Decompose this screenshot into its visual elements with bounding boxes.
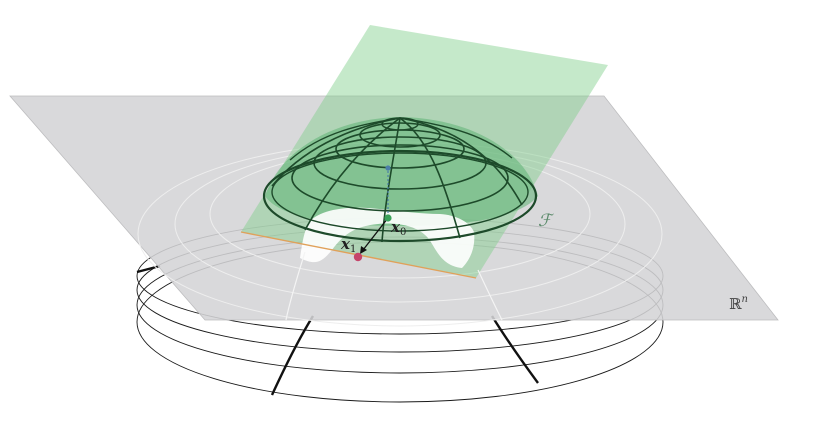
label-x0-main: x — [390, 218, 401, 236]
point-x1 — [353, 252, 363, 262]
label-space-sup: n — [741, 294, 747, 305]
dome-rim-outer — [262, 149, 538, 243]
dome-meridian-5 — [271, 117, 401, 187]
apex-point — [385, 165, 391, 171]
label-x0: x0 — [390, 218, 406, 238]
plane-radials — [285, 251, 503, 321]
lower-radial-right — [490, 315, 539, 384]
plane-radial-right — [477, 269, 503, 321]
label-space: ℝn — [729, 294, 748, 313]
label-space-main: ℝ — [729, 295, 742, 313]
dome-ring-2 — [313, 136, 487, 190]
lower-radial-left — [270, 315, 315, 396]
label-x1-sub: 1 — [350, 244, 356, 255]
step-arrow-shaft — [362, 217, 389, 251]
step-arrow-head — [360, 246, 367, 254]
dome-meridian-3 — [304, 117, 401, 231]
dome-meridian-4 — [399, 117, 523, 206]
point-x0 — [384, 214, 392, 222]
dome-meridian-2 — [399, 117, 461, 239]
plane-radial-left — [285, 251, 306, 321]
label-x0-sub: 0 — [400, 227, 406, 238]
label-feasible-set: ℱ — [538, 211, 555, 231]
dome-cutaway — [300, 207, 475, 268]
dome-ring-1 — [291, 144, 509, 212]
dome-meridian-7 — [289, 117, 401, 161]
dome-rim-inner — [271, 152, 529, 232]
dome-meridian-6 — [399, 117, 513, 159]
dome-meridian-1 — [381, 117, 401, 243]
dome-mesh — [262, 117, 538, 243]
label-x1: x1 — [340, 235, 356, 255]
dome-body — [265, 117, 538, 226]
label-x1-main: x — [340, 235, 351, 253]
